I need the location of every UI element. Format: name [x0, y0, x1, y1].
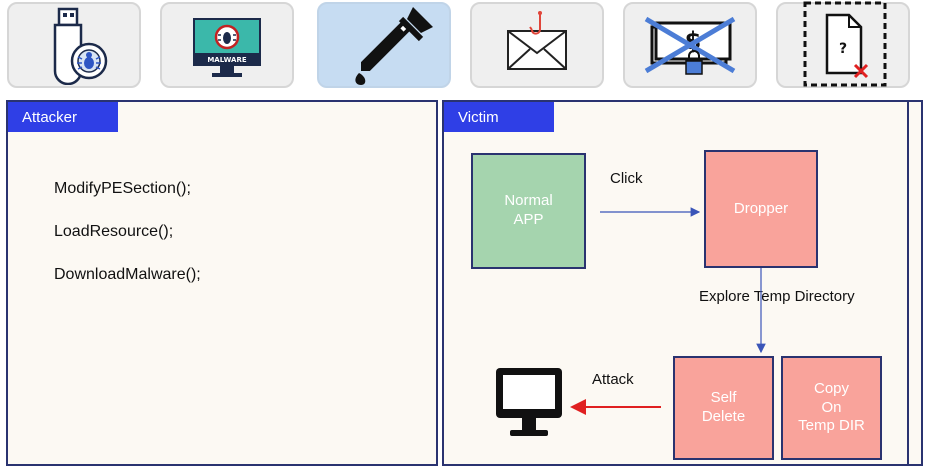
missing-file-mark: ? — [839, 41, 847, 57]
ransom-lock-icon: $ — [644, 16, 736, 75]
copy-on-temp-box: Copy On Temp DIR — [781, 356, 882, 460]
ransom-lock-tile[interactable]: $ — [623, 2, 757, 88]
explore-label: Explore Temp Directory — [699, 288, 855, 305]
monitor-icon — [496, 368, 562, 436]
malware-monitor-icon: MALWARE — [193, 18, 261, 77]
dropper-icon — [355, 7, 433, 85]
phishing-mail-tile[interactable] — [470, 2, 604, 88]
usb-virus-tile[interactable] — [7, 2, 141, 88]
code-line: ModifyPESection(); — [54, 180, 191, 197]
attacker-tag: Attacker — [8, 102, 118, 132]
attacker-panel: Attacker ModifyPESection(); LoadResource… — [6, 100, 438, 466]
attack-label: Attack — [592, 371, 634, 388]
missing-file-icon: ? — [803, 1, 887, 87]
malware-monitor-tile[interactable]: MALWARE — [160, 2, 294, 88]
code-line: LoadResource(); — [54, 223, 174, 240]
usb-virus-icon — [53, 7, 108, 85]
missing-file-tile[interactable]: ? — [776, 1, 910, 88]
victim-tag: Victim — [444, 102, 554, 132]
dropper-tile[interactable] — [317, 2, 451, 88]
dropper-box: Dropper — [704, 150, 818, 268]
victim-panel-divider — [907, 102, 909, 464]
normal-app-box: Normal APP — [471, 153, 586, 269]
click-label: Click — [610, 170, 643, 187]
phishing-mail-icon — [507, 11, 567, 70]
self-delete-box: Self Delete — [673, 356, 774, 460]
code-line: DownloadMalware(); — [54, 266, 201, 283]
malware-monitor-text: MALWARE — [207, 56, 247, 64]
